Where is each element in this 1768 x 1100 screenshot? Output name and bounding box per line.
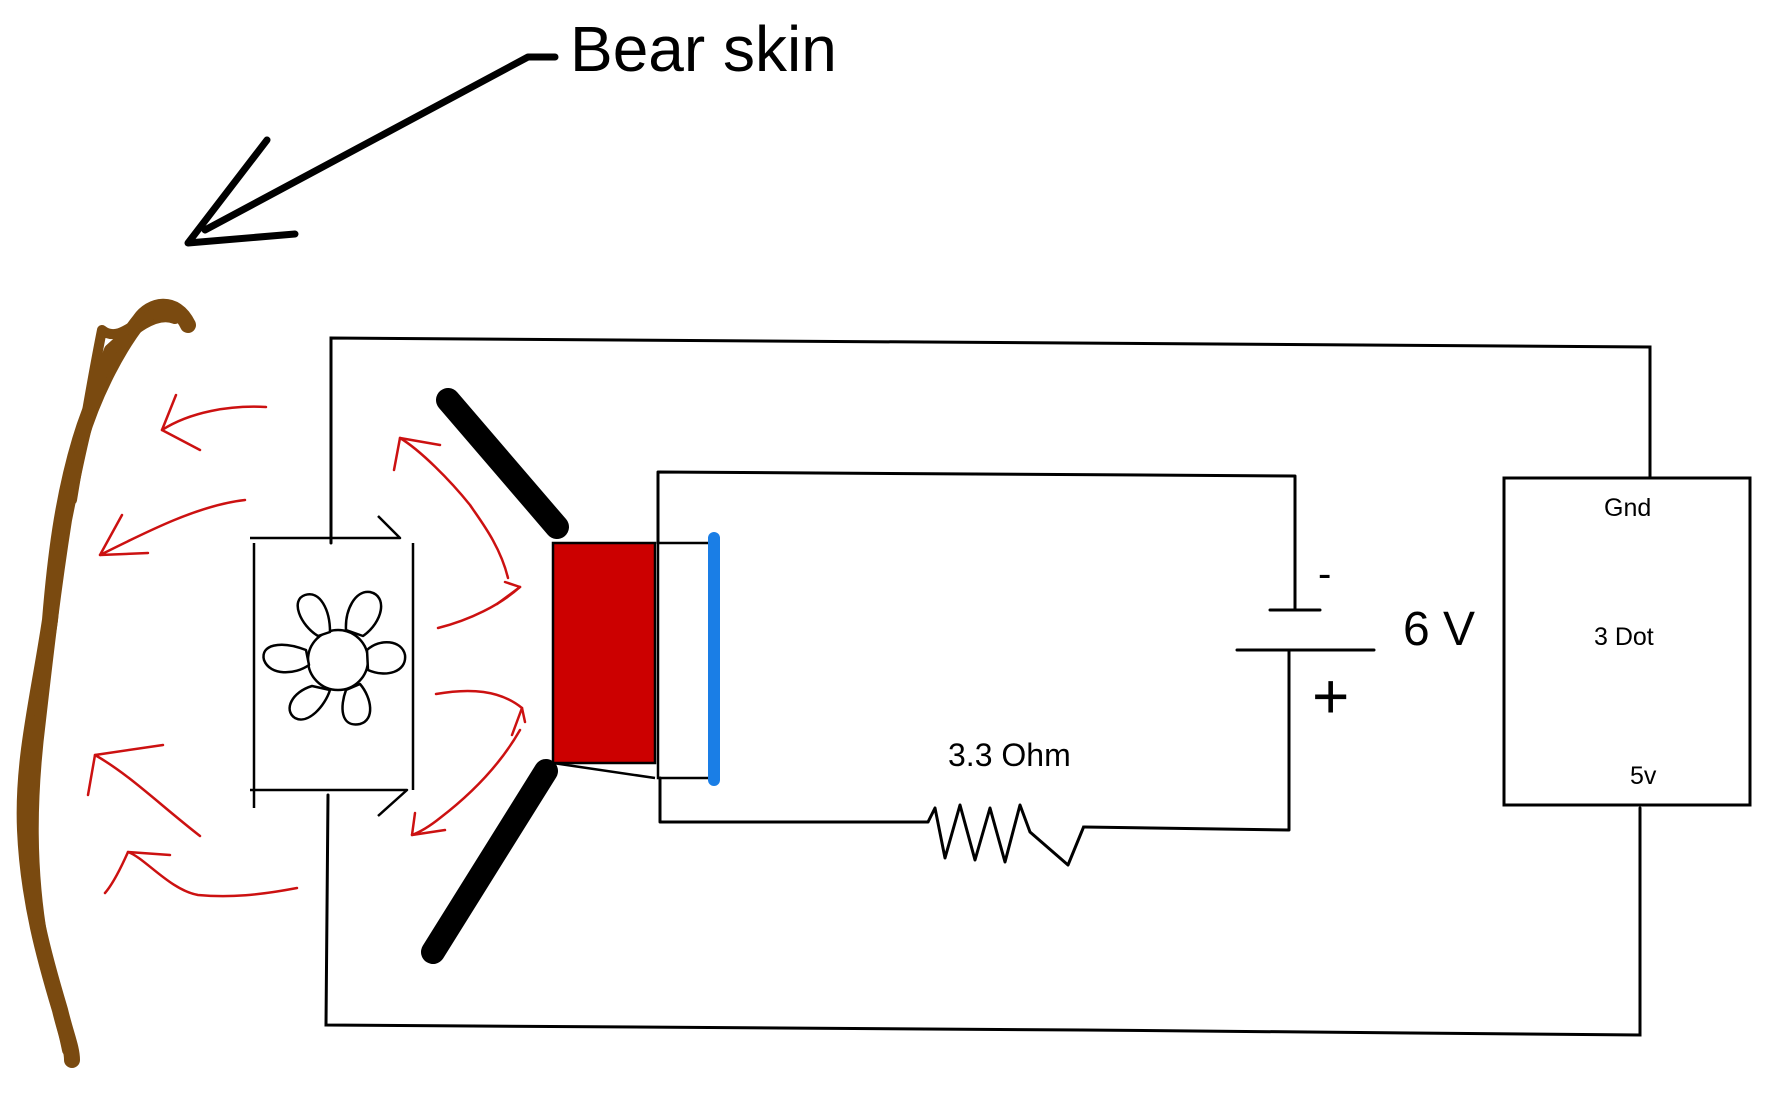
airflow-arrows <box>86 393 527 898</box>
three-dot-board <box>1502 476 1752 807</box>
label-pointer-arrow <box>184 53 559 247</box>
heatsink-fins <box>421 388 569 964</box>
fan-icon <box>250 515 415 817</box>
battery-symbol <box>1235 608 1376 652</box>
board-5v-label: 5v <box>1630 762 1657 790</box>
board-gnd-label: Gnd <box>1604 494 1652 522</box>
voltage-label: 6 V <box>1403 603 1476 656</box>
fan-power-wires <box>324 336 1652 1037</box>
peltier-cold-block <box>656 541 715 780</box>
resistor-loop-wires <box>656 470 1297 832</box>
peltier-hot-side <box>551 541 657 765</box>
bear-skin-label: Bear skin <box>570 13 837 85</box>
battery-plus-label: + <box>1312 660 1350 732</box>
bear-skin <box>16 298 196 1068</box>
resistor-label: 3.3 Ohm <box>948 737 1071 773</box>
resistor-symbol <box>926 803 1086 867</box>
board-name-label: 3 Dot <box>1594 623 1654 651</box>
battery-minus-label: - <box>1318 552 1332 596</box>
peltier-module <box>551 532 720 786</box>
